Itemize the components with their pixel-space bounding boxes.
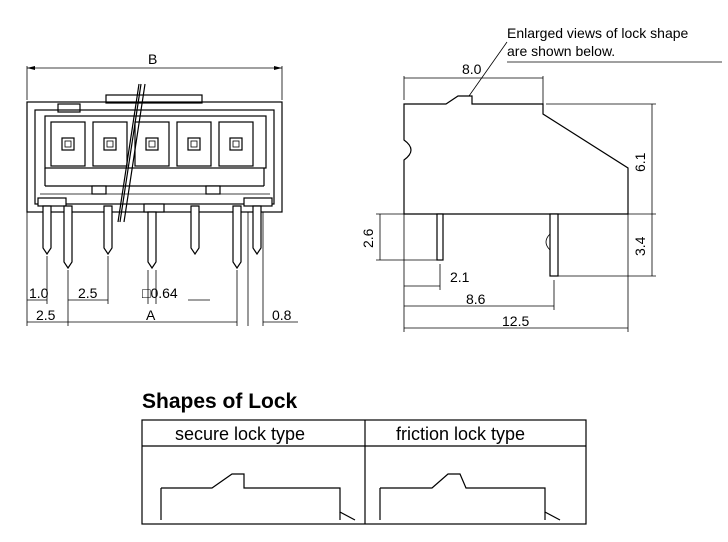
dim-8-0-label: 8.0 bbox=[462, 61, 482, 77]
dim-b-label: B bbox=[148, 51, 157, 67]
dim-a-label: A bbox=[146, 307, 156, 323]
cavity-1 bbox=[50, 121, 86, 167]
dim-0-8-label: 0.8 bbox=[272, 307, 292, 323]
pins-front bbox=[42, 205, 262, 270]
dim-1-0-label: 1.0 bbox=[29, 285, 49, 301]
side-view: Enlarged views of lock shape are shown b… bbox=[360, 25, 722, 332]
dim-pin-size-label: □0.64 bbox=[142, 285, 178, 301]
dim-2-5-label: 2.5 bbox=[36, 307, 56, 323]
cavity-2 bbox=[92, 121, 128, 167]
dim-2-1-label: 2.1 bbox=[450, 269, 470, 285]
side-body bbox=[403, 95, 629, 215]
cavity-5 bbox=[218, 121, 254, 167]
lock-shapes: Shapes of Lock secure lock type friction… bbox=[141, 390, 587, 525]
housing-outline bbox=[26, 101, 283, 213]
cavity-3 bbox=[134, 121, 170, 167]
dim-6-1-label: 6.1 bbox=[632, 152, 648, 172]
front-view: B bbox=[26, 51, 298, 326]
dim-3-4-label: 3.4 bbox=[632, 236, 648, 256]
dim-2-6-label: 2.6 bbox=[360, 228, 376, 248]
cavity-4 bbox=[176, 121, 212, 167]
dim-pitch-label: 2.5 bbox=[78, 285, 98, 301]
secure-lock-label: secure lock type bbox=[175, 424, 305, 444]
secure-lock-shape bbox=[161, 473, 356, 521]
note-line-1: Enlarged views of lock shape bbox=[507, 25, 689, 41]
note-line-2: are shown below. bbox=[507, 43, 615, 59]
friction-lock-shape bbox=[380, 473, 561, 521]
friction-lock-label: friction lock type bbox=[396, 424, 525, 444]
dim-8-6-label: 8.6 bbox=[466, 291, 486, 307]
lock-table bbox=[141, 419, 587, 525]
dim-12-5-label: 12.5 bbox=[502, 313, 529, 329]
lock-section-title: Shapes of Lock bbox=[142, 390, 298, 413]
